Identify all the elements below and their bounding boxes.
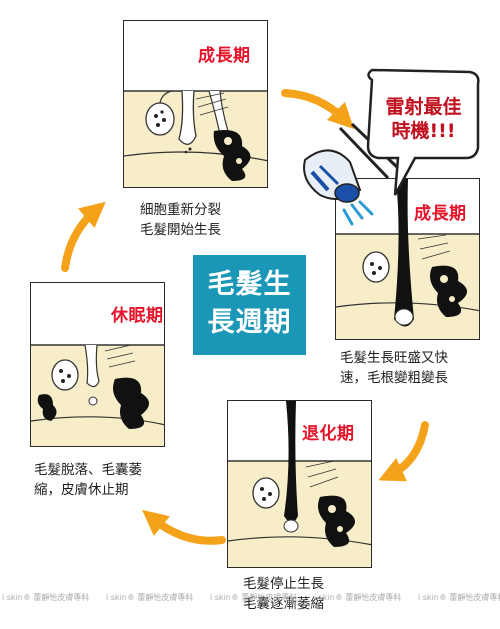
arrow-right-to-bottom [378,421,429,482]
watermark-3: i skin® 蕾靜怡皮膚專科 [210,593,298,602]
arrow-top-to-right [281,89,355,130]
hair-follicle-illustration [124,90,267,187]
panel-bottom-regression: 退化期 [227,400,372,568]
center-title-line1: 毛髮生 [207,269,292,300]
arrow-bottom-to-left [142,509,226,545]
watermark-2: i skin® 蕾靜怡皮膚專科 [106,593,194,602]
phase-desc-left: 毛髮脫落、毛囊萎 縮，皮膚休止期 [34,462,142,498]
phase-label-top: 成長期 [198,46,251,66]
panel-left-telogen: 休眠期 [30,282,165,447]
panel-right-growth: 成長期 [335,178,480,340]
panel-top-growth: 成長期 [123,20,268,188]
center-title-line2: 長週期 [207,307,292,338]
phase-desc-top: 細胞重新分裂 毛髮開始生長 [140,202,221,238]
phase-label-bottom: 退化期 [302,424,355,444]
watermark-1: i skin® 蕾靜怡皮膚專科 [2,593,90,602]
arrow-left-to-top [61,201,106,272]
hair-follicle-illustration [336,179,479,339]
phase-label-left: 休眠期 [111,306,164,326]
center-title: 毛髮生 長週期 [193,255,306,355]
phase-label-right: 成長期 [414,204,467,224]
hair-follicle-illustration [31,344,164,446]
watermark-5: i skin® 蕾靜怡皮膚專科 [418,593,500,602]
phase-desc-bottom: 毛髮停止生長 毛囊逐漸萎縮 [243,576,324,612]
hair-follicle-illustration [228,401,371,567]
watermark-4: i skin® 蕾靜怡皮膚專科 [314,593,402,602]
laser-bubble-text: 雷射最佳 時機!!! [385,96,462,142]
phase-desc-right: 毛髮生長旺盛又快 速，毛根變粗變長 [340,350,448,386]
